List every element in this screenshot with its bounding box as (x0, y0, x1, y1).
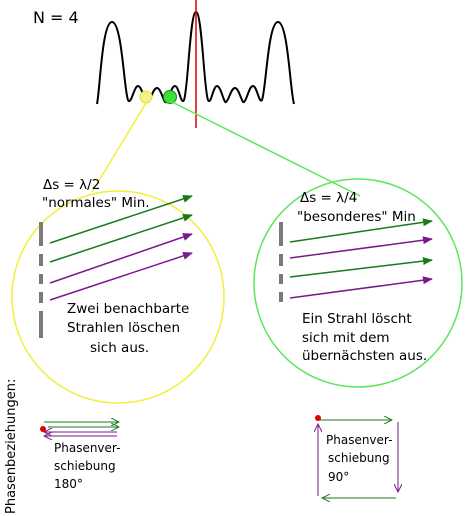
connector-yellow (91, 102, 147, 193)
phase-right-3: 90° (328, 470, 350, 484)
ray-left-1 (49, 195, 193, 244)
phase-left-1: Phasenver- (54, 441, 121, 455)
ray-right-2 (289, 236, 433, 259)
ray-right-3 (289, 257, 433, 278)
left-min-label: "normales" Min. (42, 195, 150, 211)
left-text-2: Strahlen löschen (67, 320, 181, 336)
min-highlight-yellow (139, 90, 153, 104)
zoom-circle-special (253, 178, 463, 388)
ray-left-3 (49, 233, 193, 284)
ray-right-4 (289, 276, 433, 299)
min-highlight-green (163, 90, 177, 104)
ray-left-2 (49, 214, 193, 263)
phase-right-1: Phasenver- (326, 433, 393, 447)
right-text-3: übernächsten aus. (302, 348, 428, 364)
left-text-3: sich aus. (90, 340, 150, 356)
phase-left-2: schiebung (54, 459, 116, 473)
ray-left-4 (49, 252, 193, 301)
phase-left-3: 180° (54, 477, 83, 491)
phasor-180 (40, 422, 119, 436)
title: N = 4 (33, 8, 79, 27)
left-delta-label: Δs = λ/2 (43, 177, 101, 193)
right-delta-label: Δs = λ/4 (300, 190, 358, 206)
connector-green (169, 100, 361, 197)
ray-right-1 (289, 218, 433, 243)
right-min-label: "besonderes" Min (297, 209, 416, 225)
right-text-2: sich mit dem (302, 330, 390, 346)
zoom-circle-normal (11, 190, 225, 404)
phasor-90 (315, 415, 398, 498)
phase-heading: Phasenbeziehungen: (4, 378, 19, 514)
right-text-1: Ein Strahl löscht (302, 311, 412, 327)
phase-right-2: schiebung (328, 451, 390, 465)
left-text-1: Zwei benachbarte (67, 301, 190, 317)
